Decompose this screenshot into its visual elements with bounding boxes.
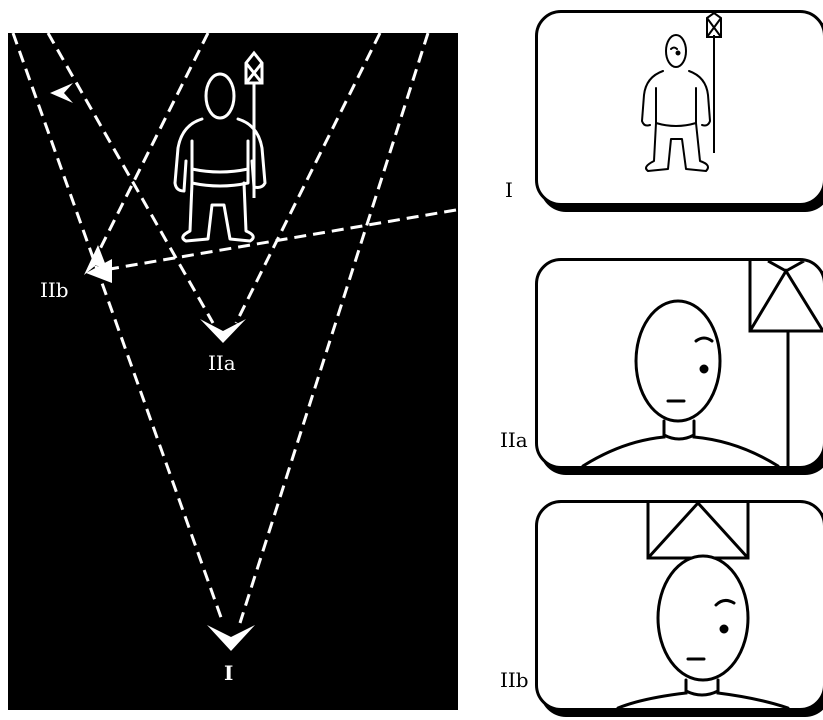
lantern-icon <box>244 50 264 198</box>
face-medium-shot-icon <box>581 299 780 466</box>
arrowhead-IIa <box>200 319 246 343</box>
sightline-I-left <box>11 33 225 624</box>
sightline-I-right <box>238 33 430 624</box>
face-closeup-icon <box>656 554 750 682</box>
figure-longshot-icon <box>641 34 711 172</box>
shot-frame-I <box>535 10 823 206</box>
camera-label-IIb: IIb <box>40 278 69 302</box>
lantern-behind-head-icon <box>646 503 750 560</box>
lantern-icon <box>706 13 722 153</box>
frame-label-IIb: IIb <box>500 668 529 692</box>
shot-frame-IIa <box>535 258 823 469</box>
sightline-IIb-up <box>91 33 210 264</box>
arrowhead-IIb-right <box>86 259 112 283</box>
frame-label-IIa: IIa <box>500 428 528 452</box>
top-left-arrowhead <box>50 83 73 103</box>
arrowhead-I <box>207 625 255 651</box>
lantern-closeup-icon <box>748 261 823 466</box>
shot-frame-IIb <box>535 500 823 711</box>
sightline-IIa-left <box>46 33 215 324</box>
sightline-IIb-right <box>103 208 457 272</box>
camera-label-IIa: IIa <box>208 351 236 375</box>
overhead-diagram: IIb IIa I <box>8 33 458 710</box>
figure-icon <box>173 72 267 243</box>
camera-paths <box>11 33 457 651</box>
frame-label-I: I <box>505 178 513 202</box>
camera-label-I: I <box>224 661 234 685</box>
sightline-IIa-right <box>234 33 382 324</box>
